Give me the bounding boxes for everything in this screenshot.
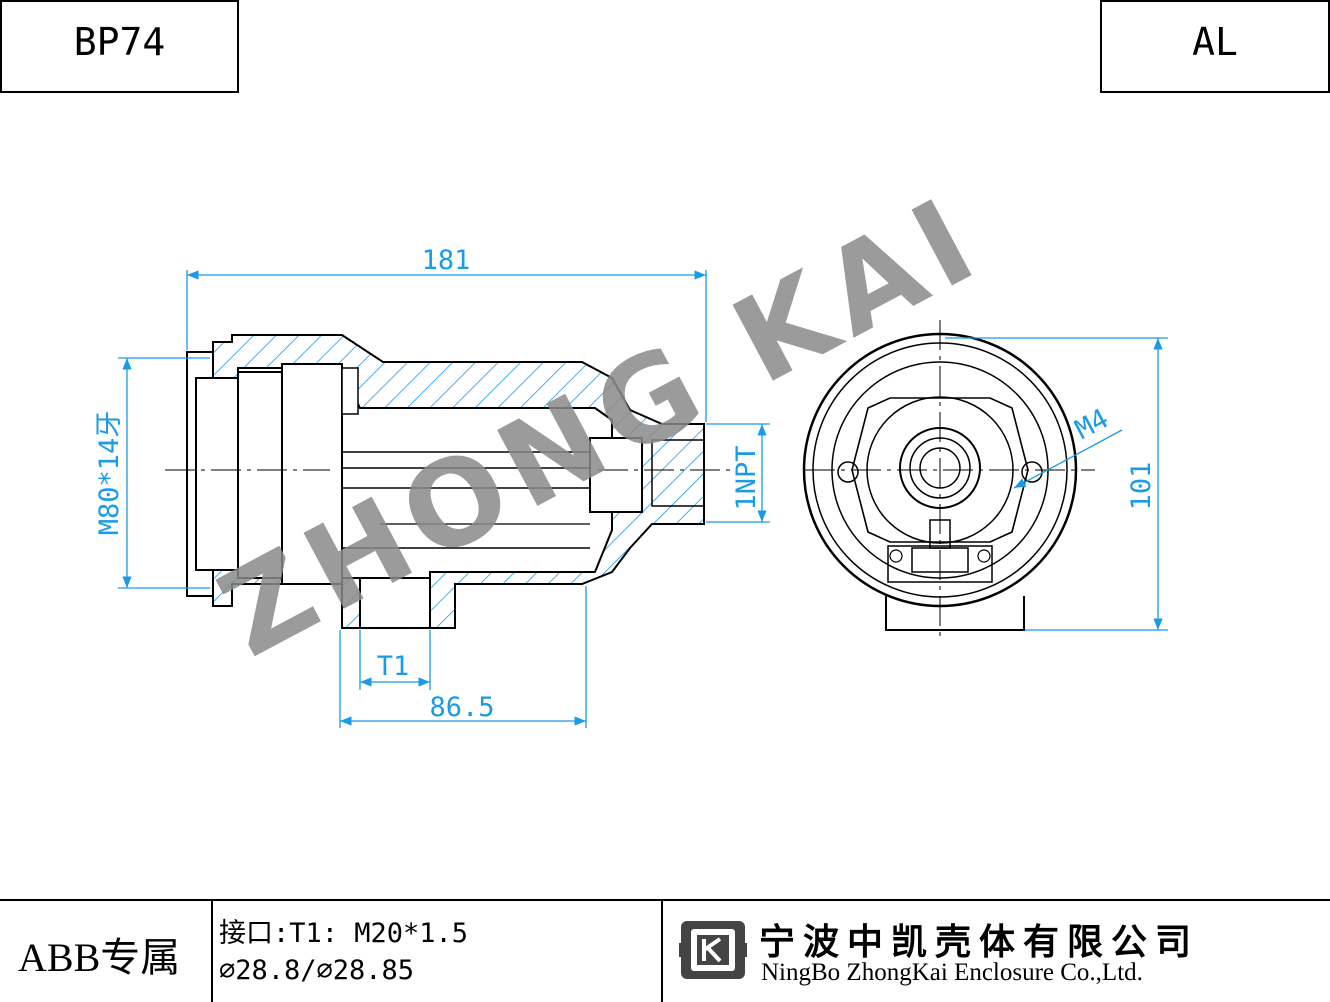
- spec-line-2: ⌀28.8/⌀28.85: [219, 955, 415, 986]
- port-label: T1: [377, 651, 410, 682]
- spec-line-1: 接口:T1: M20*1.5: [219, 918, 469, 949]
- screw-label: M4: [1070, 403, 1113, 446]
- material-box: AL: [1100, 0, 1330, 93]
- drawing-code: BP74: [73, 20, 166, 64]
- dimension-lines: [118, 270, 1168, 728]
- company-name-cn: 宁波中凯壳体有限公司: [759, 922, 1200, 963]
- overall-length-label: 181: [422, 245, 471, 276]
- npt-label: 1NPT: [731, 445, 762, 510]
- technical-drawing: 181 M80*14牙 T1 86.5 1NPT M4 101 ZHONG KA…: [94, 168, 1168, 728]
- dimension-labels: 181 M80*14牙 T1 86.5 1NPT M4 101: [94, 245, 1157, 723]
- drawing-code-box: BP74: [0, 0, 239, 93]
- spec-cell: 接口:T1: M20*1.5 ⌀28.8/⌀28.85: [213, 901, 663, 1002]
- company-logo-icon: [679, 921, 747, 979]
- thread-label: M80*14牙: [94, 411, 125, 536]
- company-cell: 宁波中凯壳体有限公司 NingBo ZhongKai Enclosure Co.…: [663, 901, 1330, 1002]
- owner-label: ABB专属: [18, 935, 181, 980]
- company-name-en: NingBo ZhongKai Enclosure Co.,Ltd.: [761, 959, 1143, 986]
- owner-cell: ABB专属: [0, 901, 213, 1002]
- title-block: ABB专属 接口:T1: M20*1.5 ⌀28.8/⌀28.85 宁波中凯壳体…: [0, 899, 1330, 1002]
- height-label: 101: [1126, 462, 1157, 511]
- offset-label: 86.5: [429, 692, 494, 723]
- side-section-view: [165, 334, 735, 629]
- material-code: AL: [1192, 20, 1238, 64]
